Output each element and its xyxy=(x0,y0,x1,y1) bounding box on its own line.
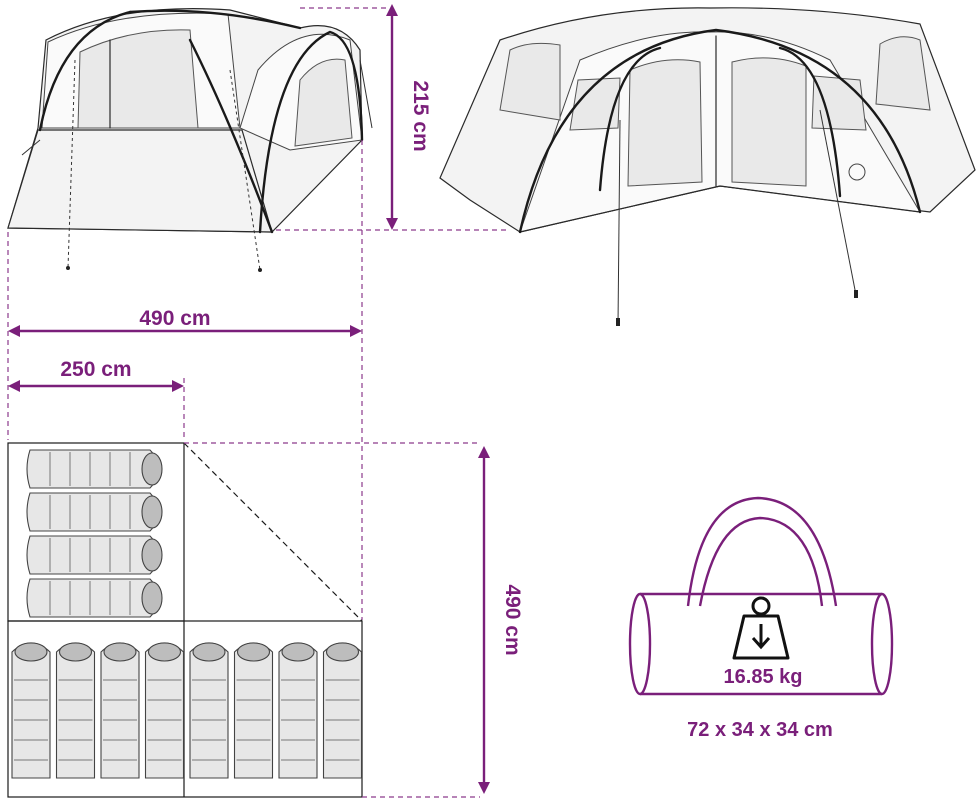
sleeping-bag-icon xyxy=(26,578,163,618)
weight-icon xyxy=(732,596,790,660)
sleeping-bag-icon xyxy=(26,492,163,532)
sleeping-bag-icon xyxy=(233,642,274,779)
tent-side-view xyxy=(7,8,373,272)
sleeping-bag-icon xyxy=(11,642,51,779)
sleeping-bag-icon xyxy=(55,642,96,779)
height-label: 215 cm xyxy=(409,80,432,151)
sleeping-bag-icon xyxy=(189,642,229,779)
tent-front-view xyxy=(439,7,976,326)
room-width-label: 250 cm xyxy=(60,358,131,381)
sleeping-bag-icon xyxy=(144,642,185,779)
sleeping-bag-icon xyxy=(26,449,163,489)
floor-depth-dimension: 490 cm xyxy=(478,446,524,794)
floor-depth-label: 490 cm xyxy=(501,584,524,655)
sleeping-bag-icon xyxy=(26,535,163,575)
floor-plan xyxy=(7,442,480,798)
length-dimension: 490 cm xyxy=(7,140,363,620)
length-label: 490 cm xyxy=(139,307,210,330)
height-dimension: 215 cm xyxy=(276,4,510,231)
carry-bag-icon: 16.85 kg xyxy=(628,496,894,696)
sleeping-bag-icon xyxy=(100,642,140,779)
sleeping-bag-icon xyxy=(322,642,363,779)
sleeping-bag-icon xyxy=(278,642,318,779)
weight-label: 16.85 kg xyxy=(724,666,803,688)
room-width-dimension: 250 cm xyxy=(8,358,185,440)
packed-size-label: 72 x 34 x 34 cm xyxy=(687,719,833,741)
